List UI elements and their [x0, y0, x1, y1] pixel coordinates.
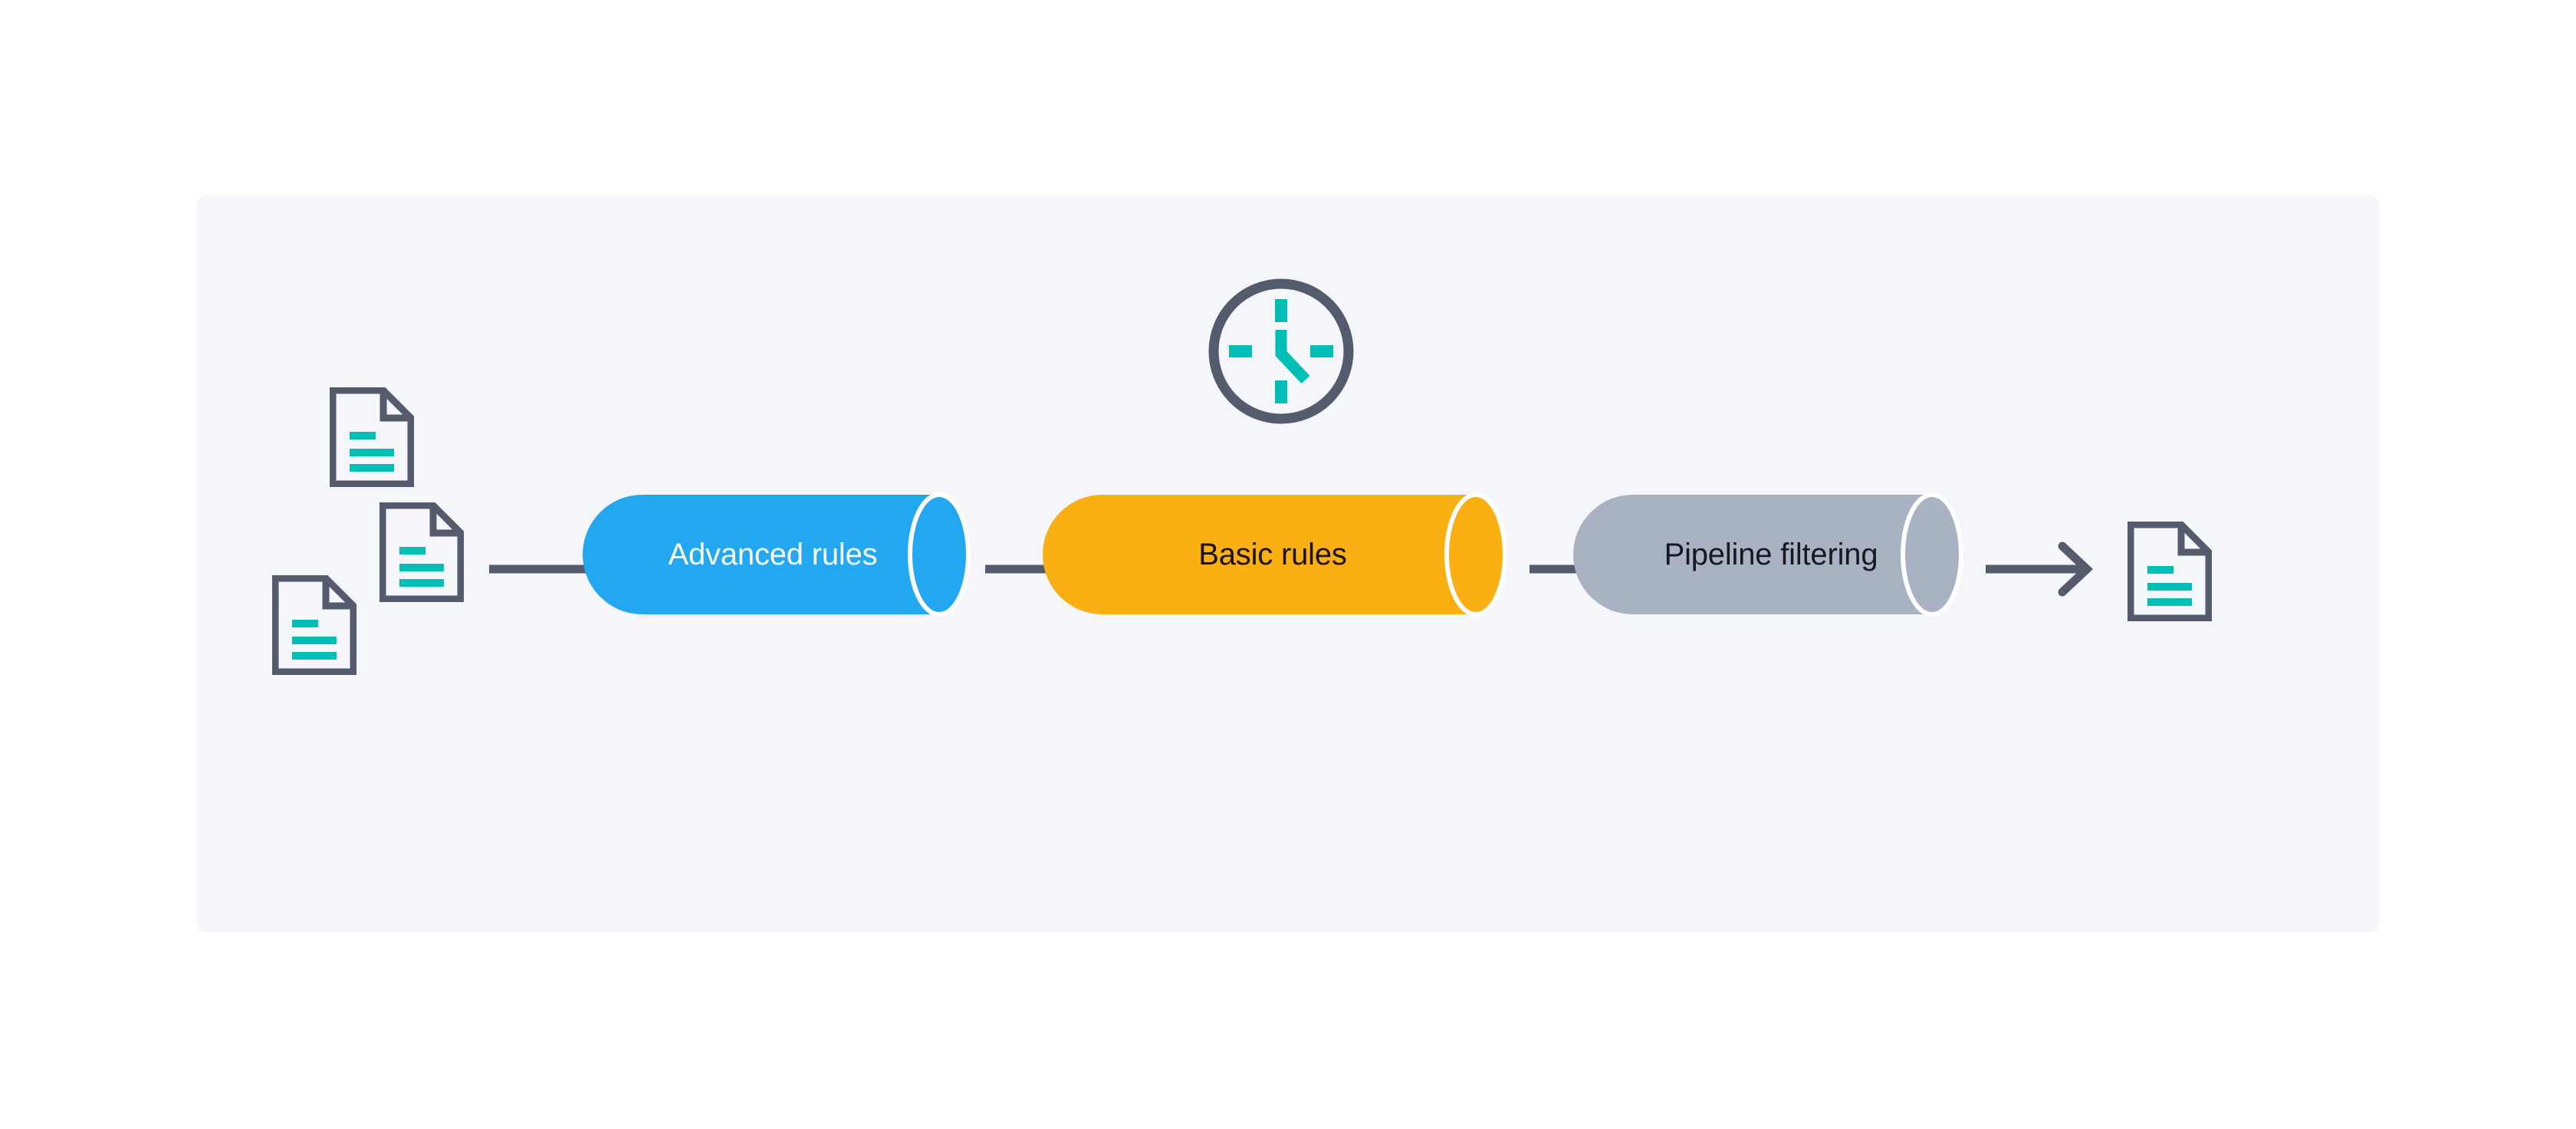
input-documents-group — [275, 390, 461, 672]
pipeline-filtering-body — [1573, 495, 1963, 614]
pipeline-filtering-label: Pipeline filtering — [1664, 538, 1878, 571]
document-icon-3 — [275, 578, 353, 672]
document-icon-output — [2131, 525, 2209, 618]
basic-rules-cap-outline — [1444, 492, 1507, 617]
document-icon-2 — [383, 505, 461, 599]
clock-tick-6 — [1275, 380, 1287, 403]
advanced-rules-cap-fill — [910, 495, 968, 614]
pipeline-filtering-cap-outline — [1901, 492, 1963, 617]
basic-rules-label: Basic rules — [1198, 538, 1347, 571]
advanced-rules-cap-outline — [908, 492, 971, 617]
clock-tick-9 — [1229, 345, 1252, 357]
advanced-rules-body — [583, 495, 970, 614]
advanced-rules-label: Advanced rules — [668, 538, 878, 571]
stage-advanced-rules[interactable] — [583, 492, 971, 617]
basic-rules-cap-fill — [1447, 495, 1505, 614]
clock-icon — [1208, 278, 1354, 424]
clock-hands — [1275, 330, 1310, 384]
clock-tick-12 — [1275, 299, 1287, 322]
pipeline-filtering-cap-fill — [1903, 495, 1961, 614]
basic-rules-body — [1043, 495, 1506, 614]
clock-tick-3 — [1310, 345, 1333, 357]
document-icon-1 — [333, 390, 411, 484]
stage-basic-rules[interactable] — [1043, 492, 1507, 617]
stage-pipeline-filtering[interactable] — [1573, 492, 1963, 617]
arrow-head-icon — [2058, 541, 2094, 597]
